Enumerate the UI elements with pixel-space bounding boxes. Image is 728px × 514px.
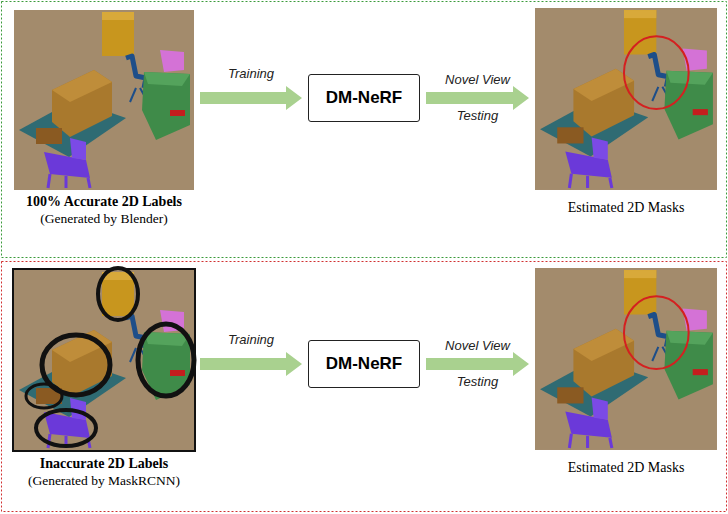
process-box: DM-NeRF <box>308 74 420 122</box>
image-space <box>535 8 717 200</box>
flow-arrow <box>200 86 302 110</box>
image-space <box>14 270 194 456</box>
flow-arrow <box>426 86 529 110</box>
image-space <box>14 10 194 194</box>
image-caption: Estimated 2D Masks <box>535 200 717 217</box>
image-space <box>535 268 717 460</box>
flow-arrow <box>200 352 302 376</box>
label-image <box>14 10 194 190</box>
image-panel: 100% Accurate 2D Labels(Generated by Ble… <box>14 10 194 227</box>
image-caption: 100% Accurate 2D Labels <box>14 194 194 211</box>
image-panel: Estimated 2D Masks <box>535 8 717 217</box>
arrow-label: Training <box>228 332 274 348</box>
green-panel <box>2 2 727 258</box>
box-label: DM-NeRF <box>326 354 403 374</box>
mask-image <box>535 8 717 190</box>
caption-note: (Generated by Blender) <box>14 211 194 227</box>
box-label: DM-NeRF <box>326 88 403 108</box>
arrow-label: Novel View Testing <box>436 62 520 134</box>
image-panel: Inaccurate 2D Labels(Generated by MaskRC… <box>14 270 194 489</box>
process-box: DM-NeRF <box>308 340 420 388</box>
noisy-label-image <box>12 268 196 452</box>
red-panel <box>2 262 727 512</box>
image-caption: Estimated 2D Masks <box>535 460 717 477</box>
arrow-label: Novel View Testing <box>436 328 520 400</box>
flow-arrow <box>426 352 529 376</box>
caption-note: (Generated by MaskRCNN) <box>14 473 194 489</box>
image-caption: Inaccurate 2D Labels <box>14 456 194 473</box>
image-panel: Estimated 2D Masks <box>535 268 717 477</box>
mask-image <box>535 268 717 450</box>
arrow-label: Training <box>228 66 274 82</box>
